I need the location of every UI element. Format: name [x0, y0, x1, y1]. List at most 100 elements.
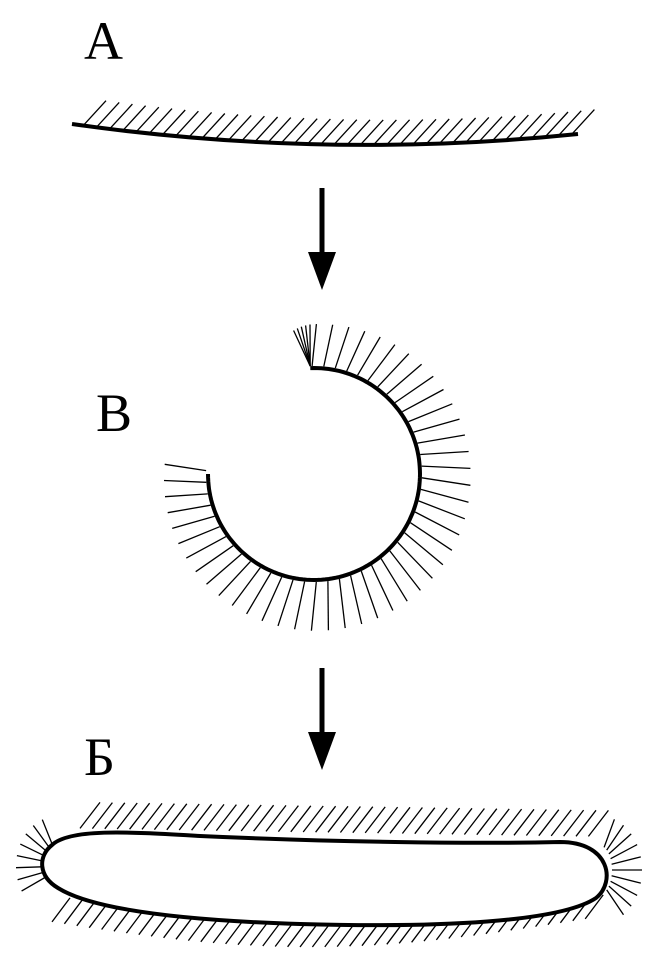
cilium-mark: [316, 806, 336, 832]
cilium-mark: [254, 805, 274, 831]
cilium-mark: [351, 576, 362, 624]
cilium-mark: [256, 117, 278, 141]
cilium-mark: [178, 527, 219, 544]
stage-v-sheet-outline: [208, 368, 420, 580]
cilium-mark: [295, 119, 317, 143]
cilium-mark: [402, 808, 422, 834]
cilium-mark: [374, 120, 396, 144]
cilium-mark: [387, 364, 422, 394]
cilium-mark: [533, 113, 555, 137]
stage-v-label: В: [96, 386, 132, 440]
cilium-mark: [502, 809, 522, 835]
cilium-mark: [80, 802, 100, 828]
cilium-mark: [142, 803, 162, 829]
cilium-mark: [427, 808, 447, 834]
cilium-mark: [207, 554, 242, 584]
cilium-mark: [301, 327, 310, 366]
cilium-mark: [340, 807, 360, 833]
cilium-mark: [420, 452, 468, 455]
cilium-mark: [328, 581, 329, 630]
cilium-mark: [172, 516, 214, 528]
stage-a-label: А: [84, 14, 123, 68]
cilium-mark: [415, 512, 459, 535]
cilium-mark: [167, 804, 187, 830]
cilium-mark: [378, 807, 398, 833]
cilium-mark: [361, 571, 377, 618]
cilium-mark: [278, 580, 293, 626]
cilium-mark: [612, 857, 641, 864]
cilium-mark: [564, 810, 584, 836]
cilium-mark: [388, 120, 410, 144]
cilium-mark: [378, 354, 409, 387]
cilium-mark: [401, 120, 423, 144]
cilium-mark: [168, 505, 211, 513]
cilium-mark: [489, 809, 509, 835]
stage-a-sheet-outline: [72, 124, 578, 145]
cilium-mark: [229, 115, 251, 139]
cilium-mark: [77, 902, 95, 926]
cilium-mark: [308, 119, 330, 143]
cilium-mark: [117, 803, 137, 829]
cilium-mark: [278, 806, 298, 832]
cilium-mark: [353, 807, 373, 833]
cilium-mark: [493, 116, 515, 140]
cilium-mark: [612, 876, 641, 883]
cilium-mark: [410, 523, 452, 551]
cilium-mark: [452, 808, 472, 834]
cilium-mark: [611, 881, 638, 895]
cilium-mark: [454, 118, 476, 142]
cilium-mark: [52, 898, 70, 922]
stage-a-flat-sheet: [72, 101, 594, 145]
cilium-mark: [611, 845, 638, 859]
cilium-mark: [64, 900, 82, 924]
cilium-mark: [572, 110, 594, 134]
stage-b-body-outline: [42, 833, 607, 926]
cilium-mark: [480, 117, 502, 141]
cilium-mark: [576, 810, 596, 836]
cilium-mark: [514, 809, 534, 835]
cilium-mark: [464, 809, 484, 835]
cilium-mark: [520, 114, 542, 138]
cilium-mark: [216, 115, 238, 139]
cilium-mark: [328, 806, 348, 832]
cilium-mark: [22, 876, 48, 891]
transition-arrow-1: [308, 188, 336, 290]
cilium-mark: [427, 119, 449, 143]
cilium-mark: [339, 579, 345, 628]
cilium-mark: [303, 806, 323, 832]
cilium-mark: [242, 116, 264, 140]
cilium-mark: [390, 551, 421, 591]
stage-v-curled-sheet: [164, 324, 470, 631]
cilium-mark: [324, 325, 333, 367]
cilium-mark: [150, 109, 172, 133]
cilium-mark: [335, 120, 357, 144]
cilium-mark: [311, 582, 316, 631]
cilium-mark: [414, 419, 460, 432]
cilium-mark: [216, 805, 236, 831]
cilium-mark: [559, 111, 581, 135]
cilium-mark: [165, 464, 206, 470]
cilium-mark: [335, 327, 349, 368]
cilium-mark: [269, 118, 291, 142]
cilium-mark: [291, 806, 311, 832]
cilium-mark: [588, 810, 608, 836]
cilium-mark: [322, 119, 344, 143]
cilium-mark: [409, 404, 453, 422]
cilium-mark: [165, 494, 208, 497]
cilium-mark: [266, 805, 286, 831]
cilium-mark: [609, 834, 631, 854]
cilium-mark: [190, 112, 212, 136]
cilium-mark: [415, 808, 435, 834]
cilium-mark: [219, 561, 251, 595]
cilium-mark: [604, 819, 614, 847]
cilium-mark: [361, 120, 383, 144]
cilium-mark: [176, 111, 198, 135]
cilium-mark: [440, 808, 460, 834]
cilium-mark: [232, 568, 260, 606]
cilium-mark: [179, 804, 199, 830]
cilium-mark: [422, 478, 471, 486]
cilium-mark: [551, 810, 571, 836]
cilium-mark: [105, 803, 125, 829]
cilium-mark: [398, 542, 433, 578]
